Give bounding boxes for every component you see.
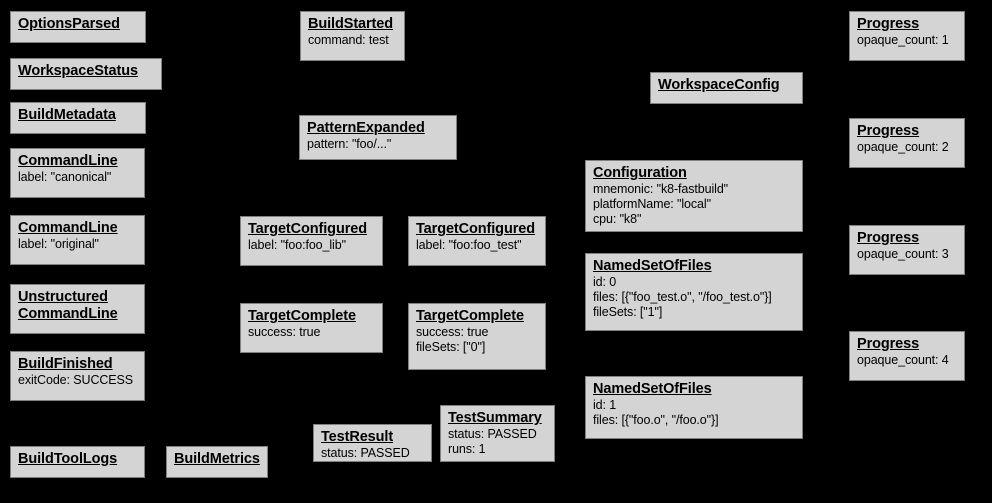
node-title: WorkspaceConfig <box>658 77 780 93</box>
node-title: BuildMetrics <box>174 451 260 467</box>
node-title: Progress <box>857 123 920 139</box>
node-field: opaque_count: 3 <box>857 247 949 261</box>
node-field: runs: 1 <box>448 442 486 456</box>
node-workspace-config[interactable]: WorkspaceConfig <box>650 72 803 104</box>
node-title: PatternExpanded <box>307 120 425 136</box>
node-build-tool-logs[interactable]: BuildToolLogs <box>10 446 145 478</box>
node-title: TestResult <box>321 429 394 445</box>
node-title: NamedSetOfFiles <box>593 381 712 397</box>
node-field: exitCode: SUCCESS <box>18 373 134 387</box>
node-field: label: "canonical" <box>18 170 112 184</box>
node-field: status: PASSED <box>321 446 410 460</box>
node-field: success: true <box>416 325 489 339</box>
node-options-parsed[interactable]: OptionsParsed <box>10 11 146 43</box>
node-title: BuildMetadata <box>18 107 116 123</box>
node-title: TargetConfigured <box>248 221 367 237</box>
node-field: files: [{"foo.o", "/foo.o"}] <box>593 413 719 427</box>
node-title: Progress <box>857 230 920 246</box>
node-title: TargetComplete <box>416 308 524 324</box>
node-workspace-status[interactable]: WorkspaceStatus <box>10 58 162 90</box>
node-title: TargetConfigured <box>416 221 535 237</box>
node-title: Progress <box>857 16 920 32</box>
node-field: label: "foo:foo_test" <box>416 238 522 252</box>
node-build-metadata[interactable]: BuildMetadata <box>10 102 146 134</box>
node-title: BuildFinished <box>18 356 113 372</box>
node-title: OptionsParsed <box>18 16 120 32</box>
node-field: fileSets: ["0"] <box>416 340 486 354</box>
node-field: platformName: "local" <box>593 197 711 211</box>
node-field: success: true <box>248 325 321 339</box>
node-title: BuildStarted <box>308 16 394 32</box>
node-field: status: PASSED <box>448 427 537 441</box>
node-field: mnemonic: "k8-fastbuild" <box>593 182 729 196</box>
node-field: opaque_count: 4 <box>857 353 949 367</box>
node-field: label: "original" <box>18 237 99 251</box>
node-field: cpu: "k8" <box>593 212 642 226</box>
node-field: id: 1 <box>593 398 617 412</box>
node-title: CommandLine <box>18 220 118 236</box>
node-title: TargetComplete <box>248 308 356 324</box>
node-field: opaque_count: 2 <box>857 140 949 154</box>
node-title: TestSummary <box>448 410 542 426</box>
node-field: id: 0 <box>593 275 617 289</box>
node-field: pattern: "foo/..." <box>307 137 392 151</box>
node-title: NamedSetOfFiles <box>593 258 712 274</box>
node-title: CommandLine <box>18 153 118 169</box>
node-field: opaque_count: 1 <box>857 33 949 47</box>
node-build-metrics[interactable]: BuildMetrics <box>166 446 268 478</box>
node-field: command: test <box>308 33 389 47</box>
node-unstructured-command-line[interactable]: Unstructured CommandLine <box>10 284 145 334</box>
node-title: Configuration <box>593 165 687 181</box>
node-title: BuildToolLogs <box>18 451 118 467</box>
node-title: Progress <box>857 336 920 352</box>
node-title: WorkspaceStatus <box>18 63 138 79</box>
node-field: files: [{"foo_test.o", "/foo_test.o"}] <box>593 290 772 304</box>
node-field: fileSets: ["1"] <box>593 305 663 319</box>
node-field: label: "foo:foo_lib" <box>248 238 346 252</box>
node-title: Unstructured CommandLine <box>18 289 118 322</box>
